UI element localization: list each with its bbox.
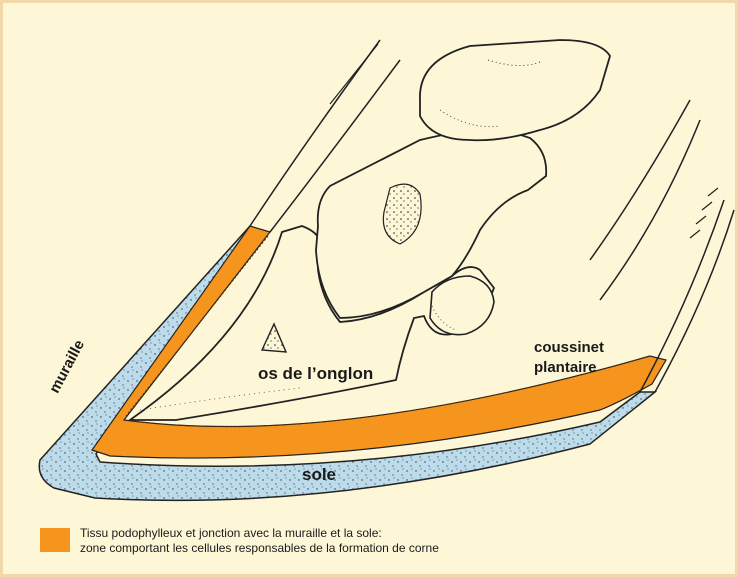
legend-line-2: zone comportant les cellules responsable… bbox=[80, 541, 439, 556]
digital-cushion-label-line2: plantaire bbox=[534, 358, 604, 378]
legend-line-1: Tissu podophylleux et jonction avec la m… bbox=[80, 526, 439, 541]
legend-swatch bbox=[40, 528, 70, 552]
legend-text: Tissu podophylleux et jonction avec la m… bbox=[80, 526, 439, 556]
navicular-bone bbox=[430, 276, 494, 335]
digital-cushion-label-line1: coussinet bbox=[534, 338, 604, 358]
coffin-bone-label: os de l’onglon bbox=[258, 364, 373, 384]
sole-label: sole bbox=[302, 465, 336, 485]
proximal-phalanx bbox=[420, 40, 610, 140]
digital-cushion-label: coussinet plantaire bbox=[534, 338, 604, 378]
